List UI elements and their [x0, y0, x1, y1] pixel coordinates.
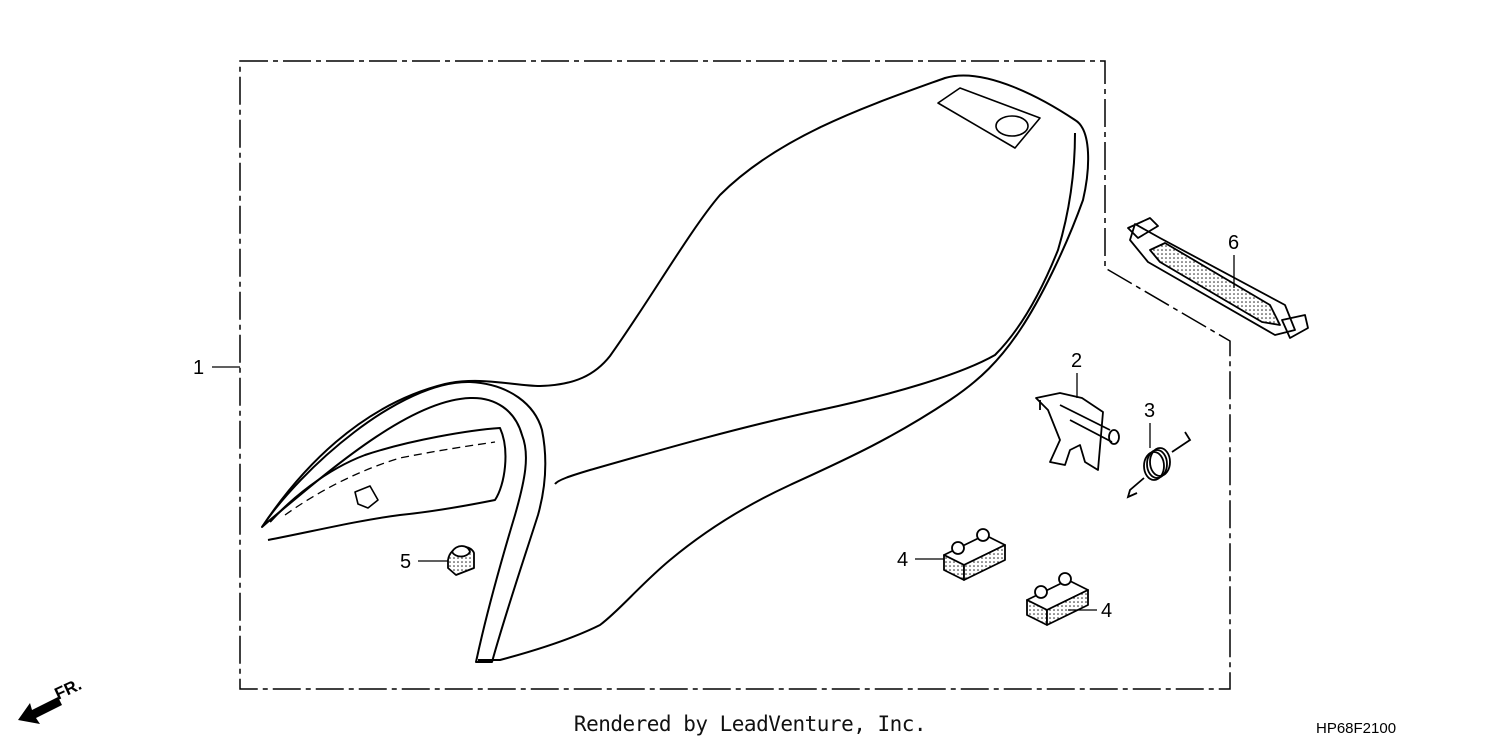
svg-text:4: 4 — [1101, 600, 1112, 622]
footer-credit: Rendered by LeadVenture, Inc. — [573, 712, 927, 736]
seat-piping — [554, 132, 1076, 485]
svg-text:5: 5 — [400, 551, 411, 573]
seat-label-panel — [937, 87, 1041, 149]
assembly-boundary — [239, 60, 1231, 690]
seat-latch-hook — [354, 485, 379, 509]
seat-pan-dashed — [284, 441, 496, 516]
callout-3[interactable]: 3 — [1144, 400, 1155, 448]
seat-pan — [267, 427, 507, 541]
svg-text:4: 4 — [897, 549, 908, 571]
seat-outline — [261, 74, 1090, 661]
seat-front-edge — [261, 380, 547, 663]
part-4-cushion-a[interactable] — [943, 528, 1006, 581]
seat-emblem — [995, 115, 1029, 137]
part-4-cushion-b[interactable] — [1026, 572, 1089, 626]
part-6-strap[interactable] — [1127, 217, 1309, 339]
part-3-spring[interactable] — [1126, 431, 1192, 499]
callout-1[interactable]: 1 — [193, 357, 240, 379]
seat-assembly[interactable] — [261, 74, 1090, 663]
callout-4-a[interactable]: 4 — [897, 549, 944, 571]
callout-2[interactable]: 2 — [1071, 350, 1082, 398]
part-5-grommet[interactable] — [447, 545, 475, 576]
part-2-hook[interactable] — [1035, 392, 1120, 471]
diagram-code: HP68F2100 — [1316, 720, 1397, 737]
svg-text:2: 2 — [1071, 350, 1082, 372]
svg-text:3: 3 — [1144, 400, 1155, 422]
callout-5[interactable]: 5 — [400, 551, 448, 573]
callout-6[interactable]: 6 — [1228, 232, 1239, 288]
svg-text:1: 1 — [193, 357, 204, 379]
svg-text:6: 6 — [1228, 232, 1239, 254]
callout-4-b[interactable]: 4 — [1068, 600, 1112, 622]
